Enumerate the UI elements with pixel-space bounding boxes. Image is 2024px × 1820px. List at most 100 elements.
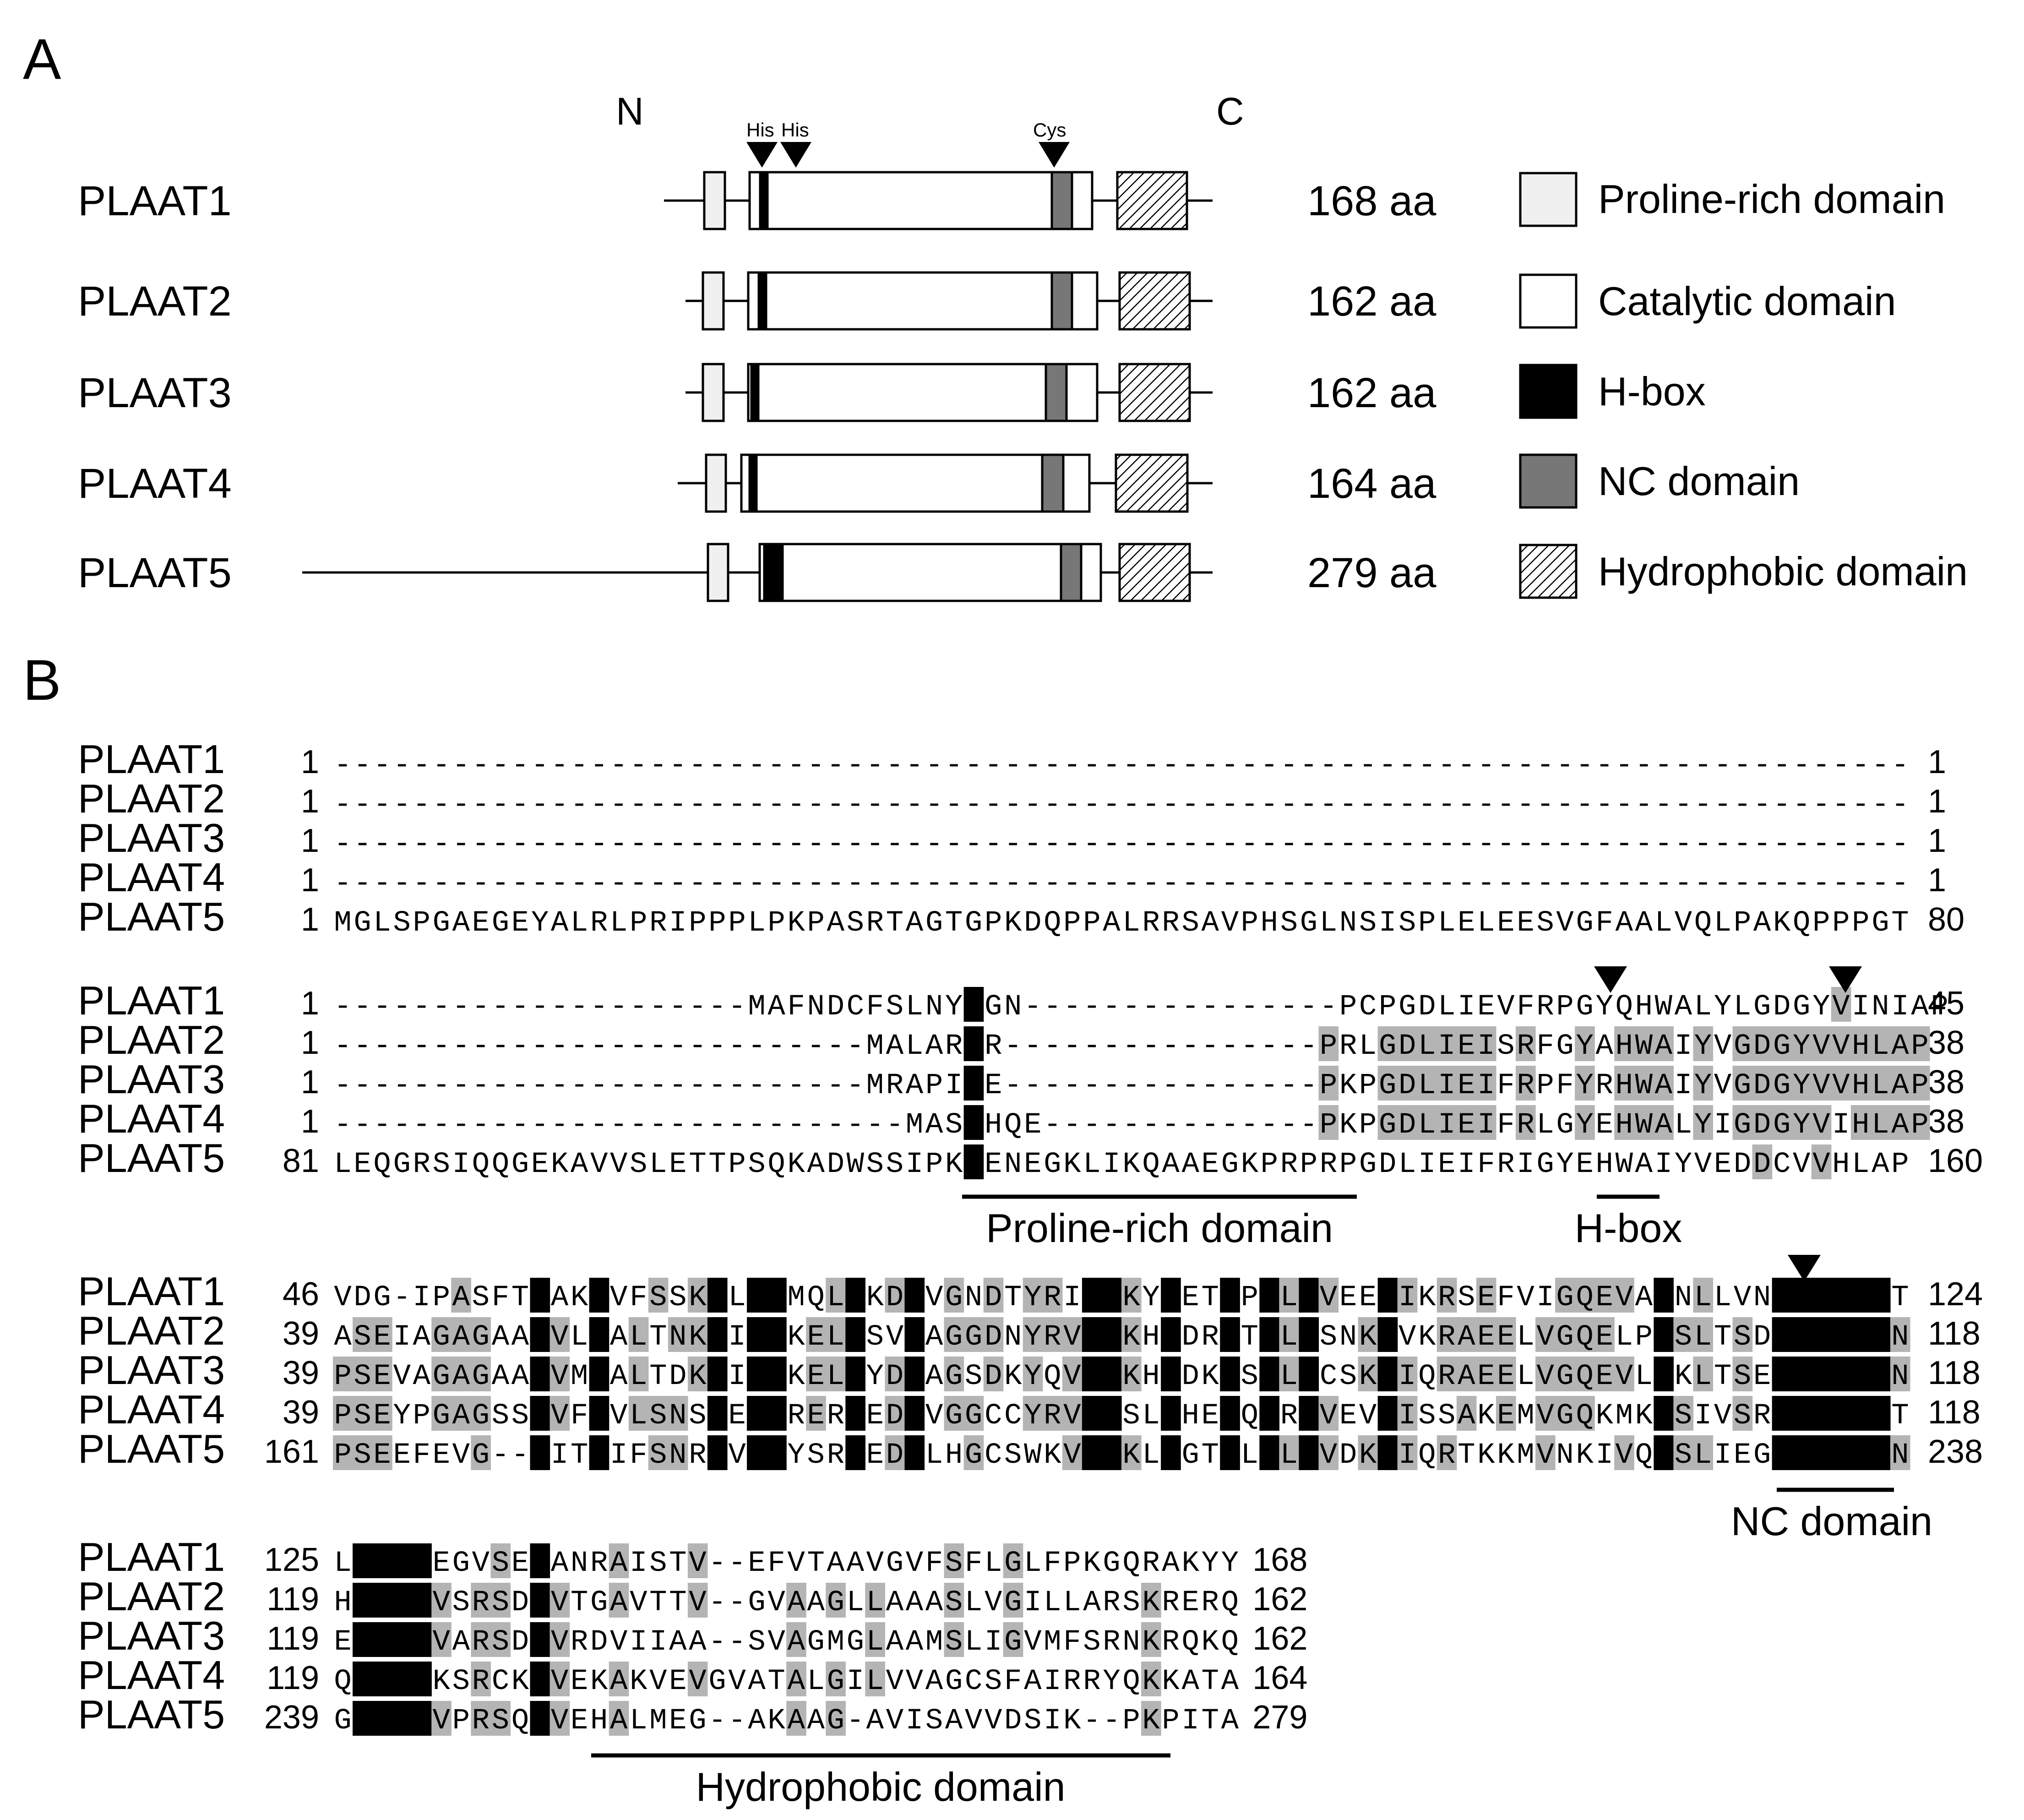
- residue: -: [1142, 867, 1159, 900]
- residue: A: [807, 1148, 825, 1181]
- similar-residue-shade: [471, 1662, 491, 1696]
- row-end-position: 279: [1252, 1699, 1307, 1736]
- residue: G: [965, 1439, 982, 1472]
- residue: S: [1536, 907, 1554, 940]
- residue: A: [1655, 1109, 1673, 1142]
- residue: -: [1852, 789, 1869, 822]
- residue: -: [373, 1069, 391, 1102]
- residue: K: [767, 1400, 785, 1433]
- residue: -: [433, 789, 450, 822]
- similar-residue-shade: [372, 1435, 392, 1470]
- residue: S: [1398, 907, 1416, 940]
- residue: K: [1241, 1148, 1259, 1181]
- residue: E: [1596, 1321, 1613, 1354]
- residue: -: [1497, 789, 1514, 822]
- residue: L: [925, 1439, 943, 1472]
- residue: A: [925, 1030, 943, 1063]
- residue: -: [393, 789, 410, 822]
- residue: L: [1517, 1321, 1534, 1354]
- residue: D: [590, 1626, 608, 1659]
- similar-residue-shade: [628, 1396, 649, 1431]
- residue: L: [847, 1400, 864, 1433]
- residue: -: [492, 749, 509, 782]
- residue: S: [945, 1626, 963, 1659]
- legend-nc-domain: NC domain: [1519, 453, 1800, 509]
- identical-residue-shade: [1259, 1357, 1279, 1391]
- residue: R: [1044, 1321, 1061, 1354]
- residue: -: [1024, 789, 1041, 822]
- residue: -: [649, 789, 667, 822]
- residue: -: [393, 867, 410, 900]
- residue: G: [373, 1281, 391, 1314]
- residue: S: [1339, 1360, 1357, 1393]
- residue: W: [1024, 1439, 1042, 1472]
- residue: V: [1536, 1321, 1554, 1354]
- similar-residue-shade: [826, 1701, 846, 1736]
- residue: E: [1359, 1281, 1377, 1314]
- residue: K: [787, 1360, 805, 1393]
- residue: -: [1872, 749, 1889, 782]
- identical-residue-shade: [1259, 1317, 1279, 1352]
- similar-residue-shade: [1791, 1105, 1812, 1140]
- residue: G: [590, 1586, 608, 1619]
- residue: L: [630, 1400, 647, 1433]
- similar-residue-shade: [1476, 1026, 1496, 1061]
- residue: V: [767, 1586, 785, 1619]
- protein-name: PLAAT5: [78, 550, 232, 596]
- similar-residue-shade: [1318, 1435, 1339, 1470]
- row-end-position: 118: [1928, 1355, 1980, 1391]
- residue: N: [669, 1400, 686, 1433]
- residue: V: [728, 1439, 746, 1472]
- residue: K: [787, 1321, 805, 1354]
- similar-residue-shade: [451, 1317, 471, 1352]
- residue: -: [728, 1547, 745, 1580]
- residue: -: [708, 1586, 726, 1619]
- similar-residue-shade: [1890, 1435, 1910, 1470]
- residue: V: [748, 1360, 766, 1393]
- residue: V: [906, 1439, 924, 1472]
- residue: P: [1300, 1360, 1317, 1393]
- residue: F: [1536, 1030, 1554, 1063]
- similar-residue-shade: [1436, 1066, 1457, 1101]
- residue: R: [787, 1400, 805, 1433]
- residue: -: [551, 828, 568, 861]
- svg-text:NC domain: NC domain: [1598, 458, 1800, 504]
- residue: I: [1675, 1030, 1692, 1063]
- residue: -: [373, 749, 391, 782]
- residue: V: [1872, 1400, 1889, 1433]
- residue: -: [1162, 1069, 1179, 1102]
- residue: -: [886, 1109, 903, 1142]
- residue: L: [906, 991, 923, 1024]
- residue: Y: [1221, 1547, 1239, 1580]
- similar-residue-shade: [1654, 1026, 1674, 1061]
- identical-residue-shade: [747, 1435, 767, 1470]
- residue: S: [649, 1547, 667, 1580]
- residue: -: [1458, 828, 1475, 861]
- residue: L: [1083, 1148, 1100, 1181]
- residue: -: [551, 789, 568, 822]
- similar-residue-shade: [1575, 1317, 1595, 1352]
- residue: V: [886, 1321, 904, 1354]
- residue: G: [827, 1705, 844, 1738]
- residue: -: [1280, 991, 1298, 1024]
- identical-residue-shade: [1791, 1435, 1812, 1470]
- residue: -: [1202, 789, 1219, 822]
- residue: C: [1793, 1281, 1810, 1314]
- residue: C: [492, 1665, 509, 1698]
- protein-length: 162 aa: [1307, 370, 1436, 416]
- residue: G: [965, 1400, 982, 1433]
- similar-residue-shade: [1693, 1105, 1714, 1140]
- similar-residue-shade: [826, 1583, 846, 1618]
- identical-residue-shade: [904, 1317, 925, 1352]
- residue: -: [1418, 828, 1436, 861]
- residue: G: [1300, 907, 1317, 940]
- residue: -: [1556, 789, 1573, 822]
- row-protein-name: PLAAT2: [78, 776, 225, 821]
- residue: P: [1261, 1360, 1278, 1393]
- residue: V: [1320, 1439, 1338, 1472]
- similar-residue-shade: [1062, 1317, 1083, 1352]
